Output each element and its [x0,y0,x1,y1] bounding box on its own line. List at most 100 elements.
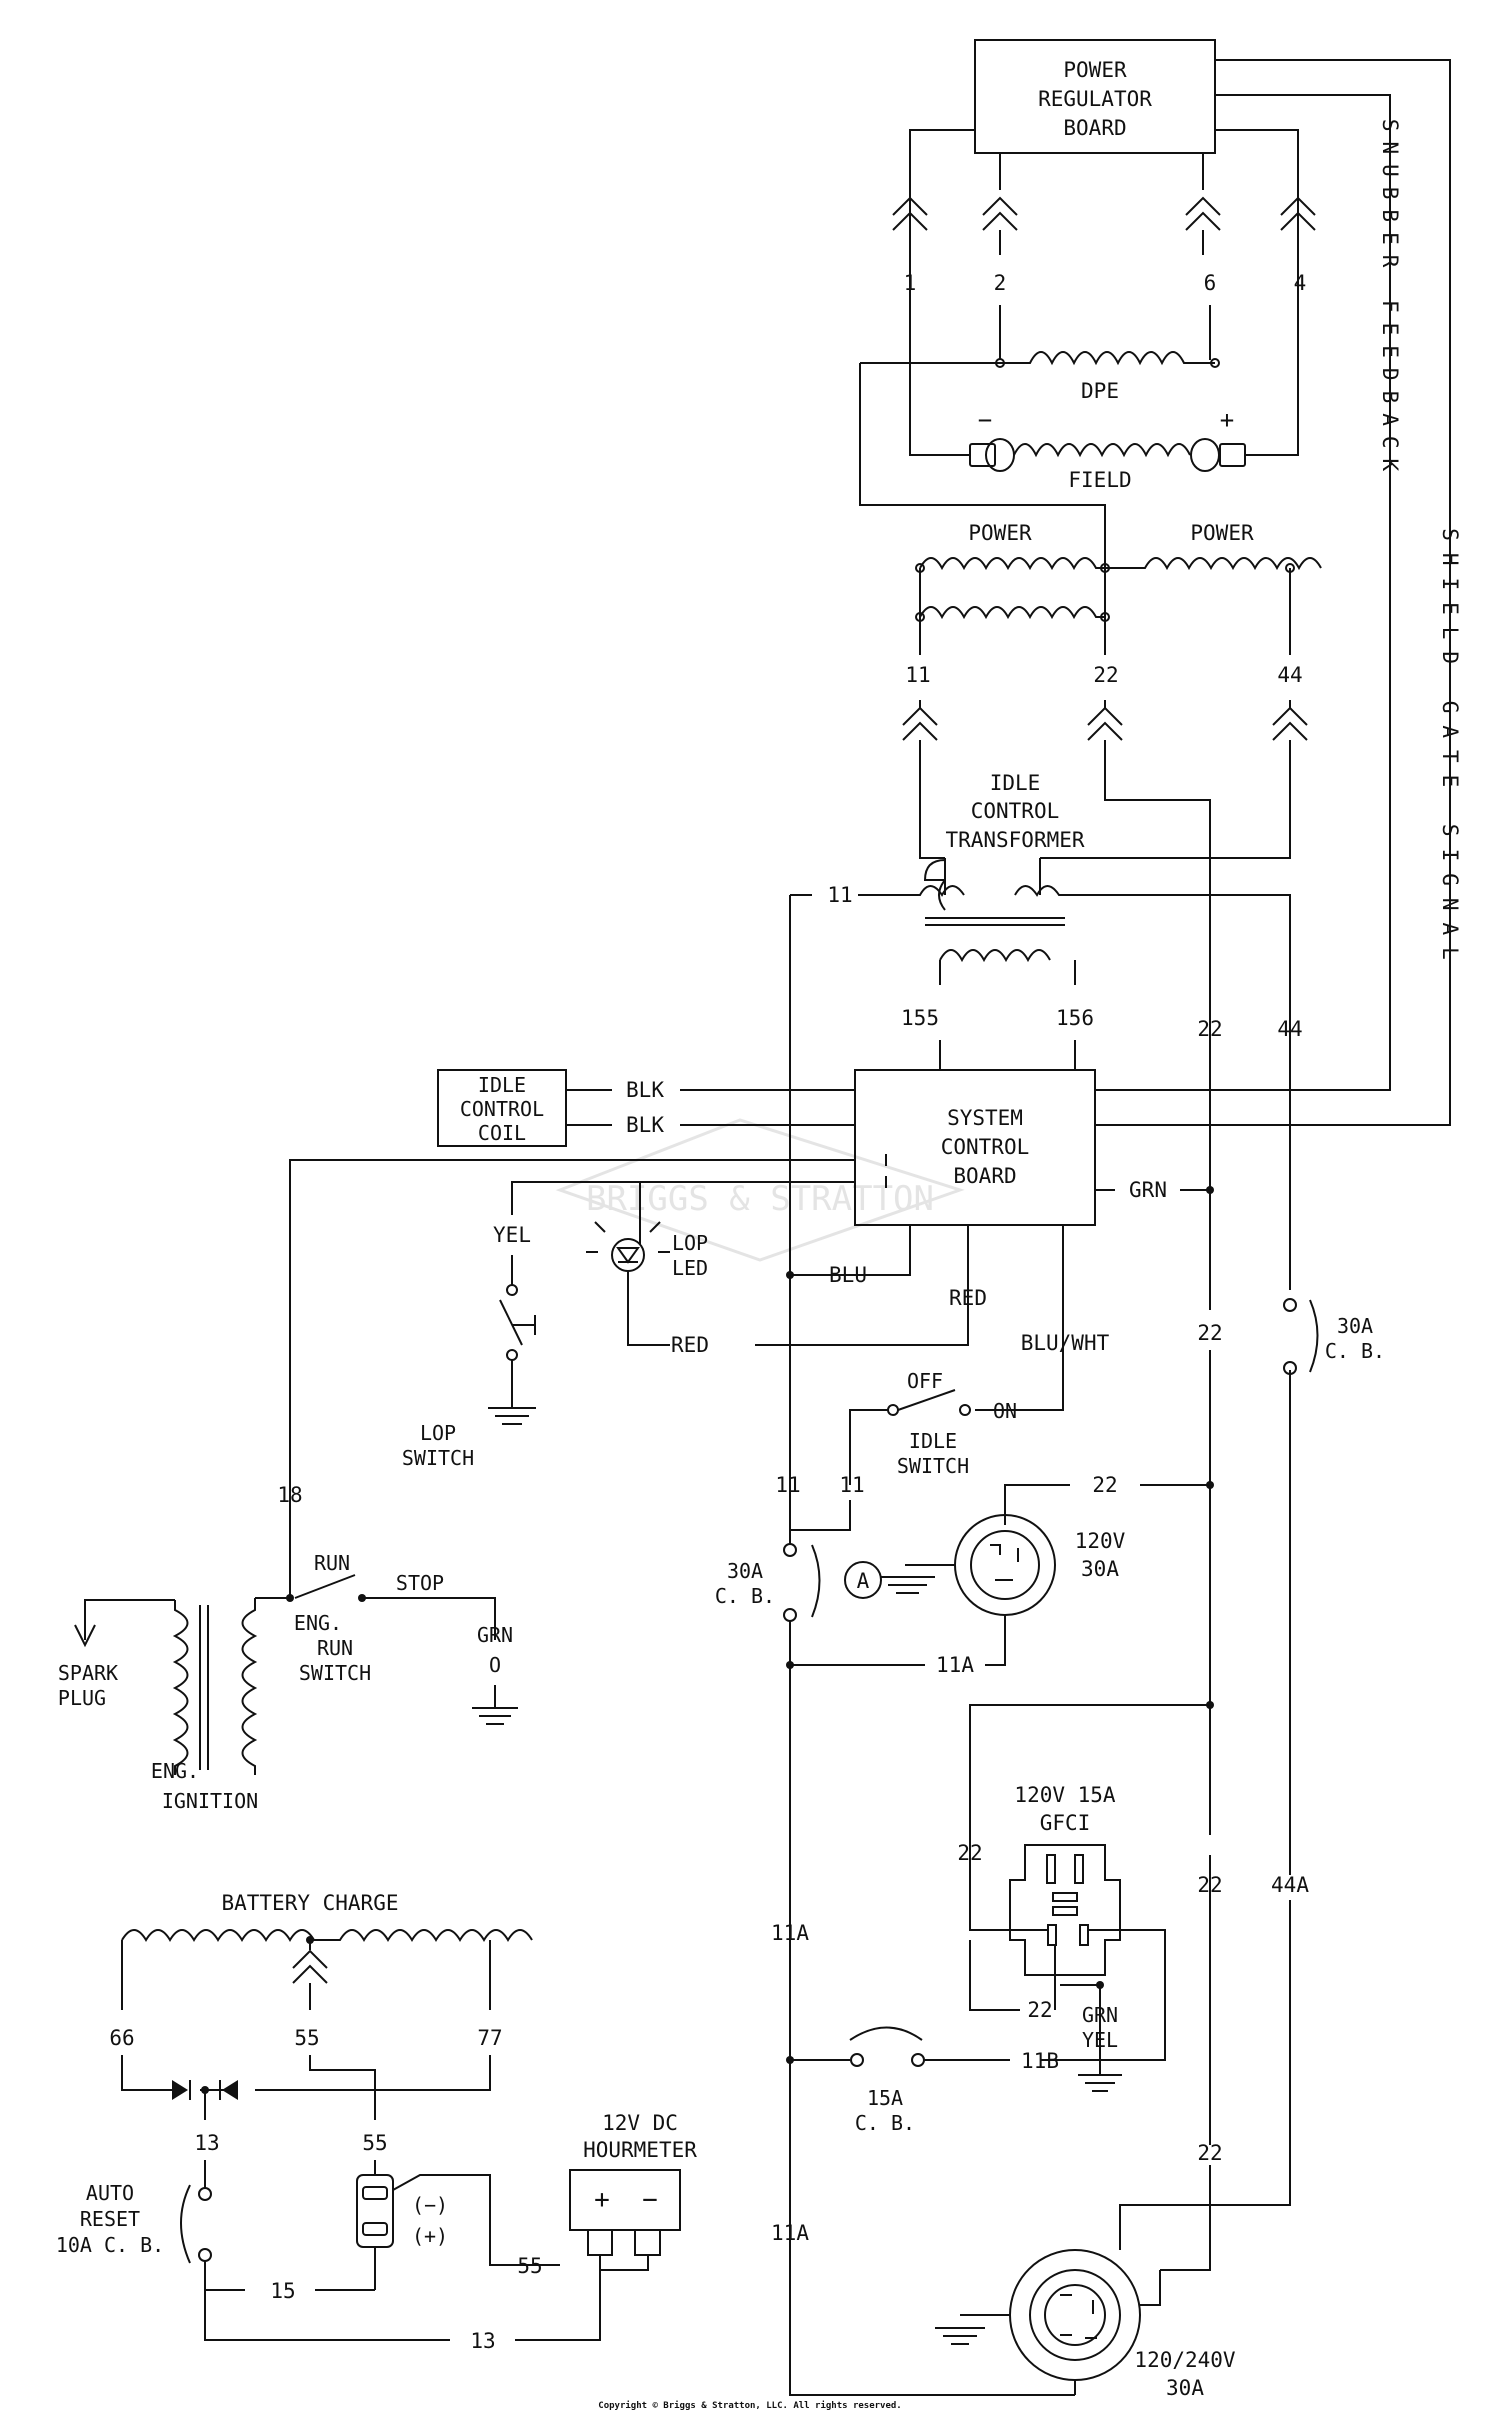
receptacle-120v-30a: 120V 30A [880,1484,1210,1666]
diagram-label: SWITCH [897,1454,969,1478]
diagram-label: DPE [1081,379,1119,403]
wire-label-77: 77 [477,2026,502,2050]
shield-gate-signal-text: SHIELD GATE SIGNAL [1438,528,1462,972]
diagram-label: CONTROL [460,1097,544,1121]
idle-control-transformer: IDLE CONTROL TRANSFORMER [858,771,1291,1285]
wire-label-15: 15 [270,2279,295,2303]
blk-wires [566,1089,855,1126]
diagram-label: LOP [420,1421,456,1445]
diagram-label: LED [672,1256,708,1280]
wire-label-22-top: 22 [1093,663,1118,687]
idle-switch-return [790,1500,851,1531]
eng-ignition: SPARK PLUG ENG. IGNITION [58,1598,258,1813]
diagram-label: 120V [1075,1529,1126,1553]
idle-control-coil: IDLE CONTROL COIL [437,1069,567,1147]
wire-label-2: 2 [994,271,1007,295]
diagram-label: 30A [727,1559,763,1583]
shield-gate-signal-label: SHIELD GATE SIGNAL [1438,528,1462,972]
wire-label-55-hourmeter: 55 [517,2254,542,2278]
wire-label-blu: BLU [829,1263,867,1287]
rectifier-diodes [121,2055,491,2120]
wire-label-4: 4 [1294,271,1307,295]
wire-label-11-top: 11 [905,663,930,687]
eng-run-switch: RUN STOP ENG. RUN SWITCH [255,1515,496,1685]
diagram-label: BATTERY CHARGE [221,1891,398,1915]
diagram-label: SWITCH [299,1661,371,1685]
diagram-label: 30A [1337,1314,1373,1338]
wire-label-22-mid: 22 [1197,1321,1222,1345]
watermark-text: BRIGGS & STRATTON [586,1179,934,1219]
receptacle-120-240v-30a: 120/240V 30A [935,2235,1236,2400]
diagram-label: + [594,2185,610,2215]
diagram-label: POWER [968,521,1032,545]
diagram-label: RUN [314,1551,350,1575]
diagram-label: 120V 15A [1014,1783,1116,1807]
wire-label-155: 155 [901,1006,939,1030]
diagram-label: GFCI [1040,1811,1091,1835]
diagram-label: LOP [672,1231,708,1255]
cb-30a-left: 30A C. B. [715,1543,1075,2396]
diagram-label: CONTROL [941,1135,1030,1159]
wire-label-11b: 11B [1021,2049,1059,2073]
wires-155-156 [939,1040,1076,1070]
wire-label-156: 156 [1056,1006,1094,1030]
diagram-label: 30A [1166,2376,1204,2400]
diagram-label: IDLE [478,1073,526,1097]
wire-label-22-lower: 22 [1197,2141,1222,2165]
diagram-label: TRANSFORMER [945,828,1084,852]
diagram-label: RESET [80,2207,140,2231]
diagram-label: 10A C. B. [56,2233,164,2257]
cb-15a: 15A C. B. [786,2026,1010,2135]
wire-label-44-upper: 44 [1277,1017,1302,1041]
diagram-label: C. B. [855,2111,915,2135]
diagram-label: STOP [396,1571,444,1595]
diagram-label: CONTROL [971,799,1060,823]
diagram-label: 15A [867,2086,903,2110]
diagram-label: HOURMETER [583,2138,697,2162]
lop-switch: LOP SWITCH [402,1255,536,1470]
wire-label-22-gfci-left: 22 [957,1841,982,1865]
diagram-label: ON [993,1399,1017,1423]
trunk-22-44 [1119,1040,1291,2271]
dpe-winding: DPE [859,351,1220,560]
hourmeter: 12V DC HOURMETER + − [569,2111,697,2271]
diagram-label: C. B. [715,1584,775,1608]
diagram-label: C. B. [1325,1339,1385,1363]
diagram-label: REGULATOR [1038,87,1152,111]
diagram-label: 12V DC [602,2111,678,2135]
diagram-label: + [1220,406,1234,434]
diagram-label: PLUG [58,1686,106,1710]
wire-label-red-led: RED [671,1333,709,1357]
wire-label-1: 1 [904,271,917,295]
diagram-label: ENG. [151,1759,199,1783]
diagram-label: RUN [317,1636,353,1660]
diagram-label: GRN [1082,2003,1118,2027]
diagram-label: BOARD [1063,116,1126,140]
wire-label-11-transformer: 11 [827,883,852,907]
regulator-wires [892,59,1451,1126]
regulator-lower-wires [909,305,1299,456]
diagram-label: POWER [1190,521,1254,545]
wire-label-blk-1: BLK [626,1078,664,1102]
wire-label-grn-board: GRN [1129,1178,1167,1202]
diagram-label: O [489,1653,501,1677]
gfci-receptacle: 120V 15A GFCI GRN YEL [969,1704,1210,2092]
wire-label-blu-wht: BLU/WHT [1021,1331,1110,1355]
wire-label-13: 13 [194,2131,219,2155]
auto-reset-breaker: AUTO RESET 10A C. B. [56,2160,601,2341]
diagram-label: (+) [412,2224,448,2248]
diagram-label: AUTO [86,2181,134,2205]
board-left-wires [289,1154,1214,1600]
diagram-label: GRN [477,1623,513,1647]
diagram-label: − [978,406,992,434]
wire-label-44a: 44A [1271,1873,1309,1897]
battery-charge-winding: BATTERY CHARGE [121,1891,533,2010]
grn-ground: GRN O [472,1623,518,1725]
diagram-label: A [857,1569,870,1593]
snubber-feedback-text: SNUBBER FEEDBACK [1378,119,1402,481]
wire-label-yel: YEL [493,1223,531,1247]
wire-11-trunk [789,894,812,1545]
wire-label-11a-mid: 11A [771,1921,809,1945]
wire-label-11a-lower: 11A [771,2221,809,2245]
snubber-feedback-label: SNUBBER FEEDBACK [1378,119,1402,481]
